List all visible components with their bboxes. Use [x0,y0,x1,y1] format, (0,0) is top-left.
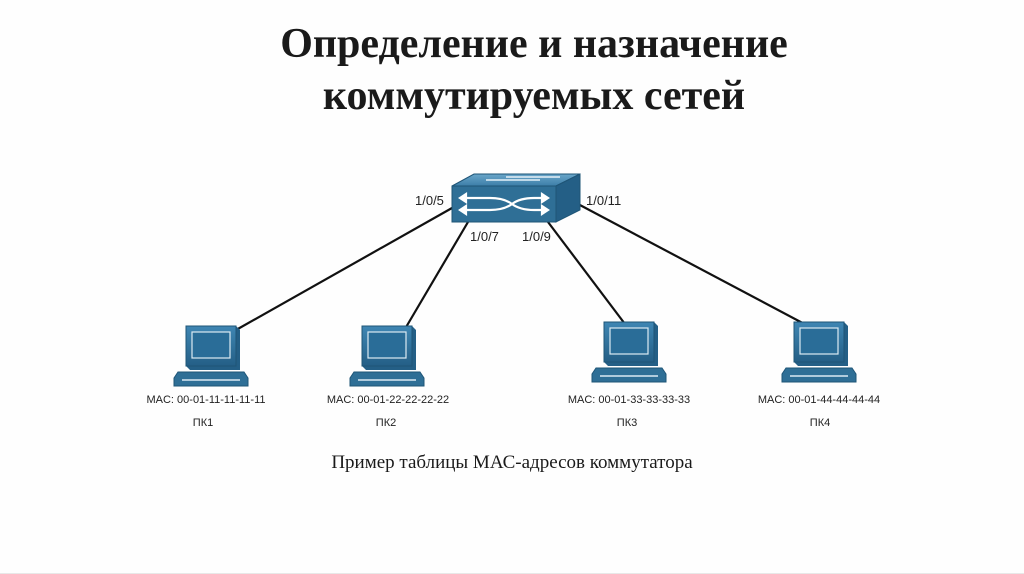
port-label-2: 1/0/7 [470,229,499,244]
title-line-2: коммутируемых сетей [322,73,746,119]
mac-label-pc1: MAC: 00-01-11-11-11-11 [146,394,265,406]
switch-icon [451,173,581,223]
link-pc4 [577,203,813,329]
slide-title: Определение и назначение коммутируемых с… [0,18,1024,122]
computer-icon [591,321,667,383]
mac-label-pc2: MAC: 00-01-22-22-22-22 [327,394,449,406]
computer-icon [173,325,249,387]
link-pc2 [401,221,469,335]
computer-icon [781,321,857,383]
computer-icon [349,325,425,387]
link-pc1 [235,207,453,331]
host-name-pc2: ПК2 [376,417,396,429]
host-name-pc1: ПК1 [193,417,213,429]
mac-label-pc3: MAC: 00-01-33-33-33-33 [568,394,690,406]
links [235,203,813,335]
port-label-4: 1/0/11 [586,193,621,208]
host-labels: MAC: 00-01-11-11-11-11 ПК1 MAC: 00-01-22… [146,394,880,429]
port-labels: 1/0/5 1/0/7 1/0/9 1/0/11 [415,193,621,244]
title-line-1: Определение и назначение [280,21,788,67]
host-name-pc4: ПК4 [810,417,830,429]
port-label-1: 1/0/5 [415,193,444,208]
mac-label-pc4: MAC: 00-01-44-44-44-44 [758,394,880,406]
port-label-3: 1/0/9 [522,229,551,244]
diagram-caption: Пример таблицы МАС-адресов коммутатора [331,452,693,473]
link-pc3 [547,221,629,329]
host-name-pc3: ПК3 [617,417,637,429]
